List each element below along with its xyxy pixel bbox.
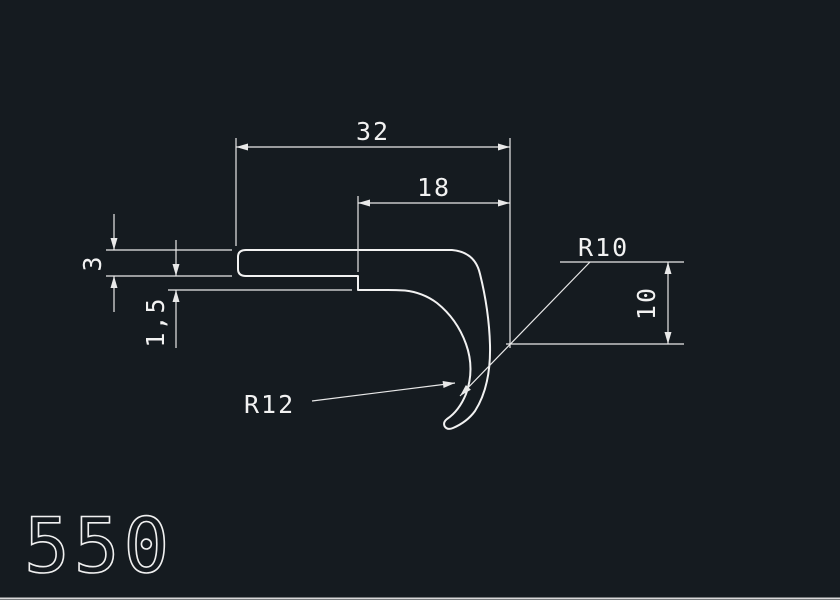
leader-line	[459, 261, 591, 397]
radius-label-outer: R10	[578, 233, 629, 262]
arrowhead	[498, 143, 510, 151]
dimension-lip-thickness: 1,5	[141, 240, 352, 348]
leader-radius-outer: R10	[459, 233, 629, 397]
arrowhead	[172, 290, 180, 302]
arrowhead	[358, 199, 370, 207]
arrowhead	[460, 385, 471, 396]
arrowhead	[498, 199, 510, 207]
dimension-width-inner: 18	[357, 173, 510, 272]
dimension-text-thickness: 3	[78, 254, 107, 271]
dimension-text-width-total: 32	[356, 117, 390, 146]
profile-outline	[237, 249, 492, 430]
arrowhead	[110, 276, 118, 288]
dimension-text-lip-thickness: 1,5	[141, 296, 170, 347]
arrowhead	[664, 332, 672, 344]
dimension-thickness: 3	[78, 214, 232, 312]
leader-radius-inner: R12	[244, 381, 456, 419]
arrowhead	[236, 143, 248, 151]
dimension-width-total: 32	[235, 117, 511, 348]
dimension-text-height: 10	[632, 286, 661, 320]
arrowhead	[664, 262, 672, 274]
part-number: 550	[24, 501, 173, 590]
dimension-text-width-inner: 18	[417, 173, 451, 202]
arrowhead	[442, 381, 455, 388]
dimension-height: 10	[506, 261, 684, 345]
leader-line	[311, 382, 456, 402]
arrowhead	[110, 238, 118, 250]
arrowhead	[172, 264, 180, 276]
radius-label-inner: R12	[244, 390, 295, 419]
